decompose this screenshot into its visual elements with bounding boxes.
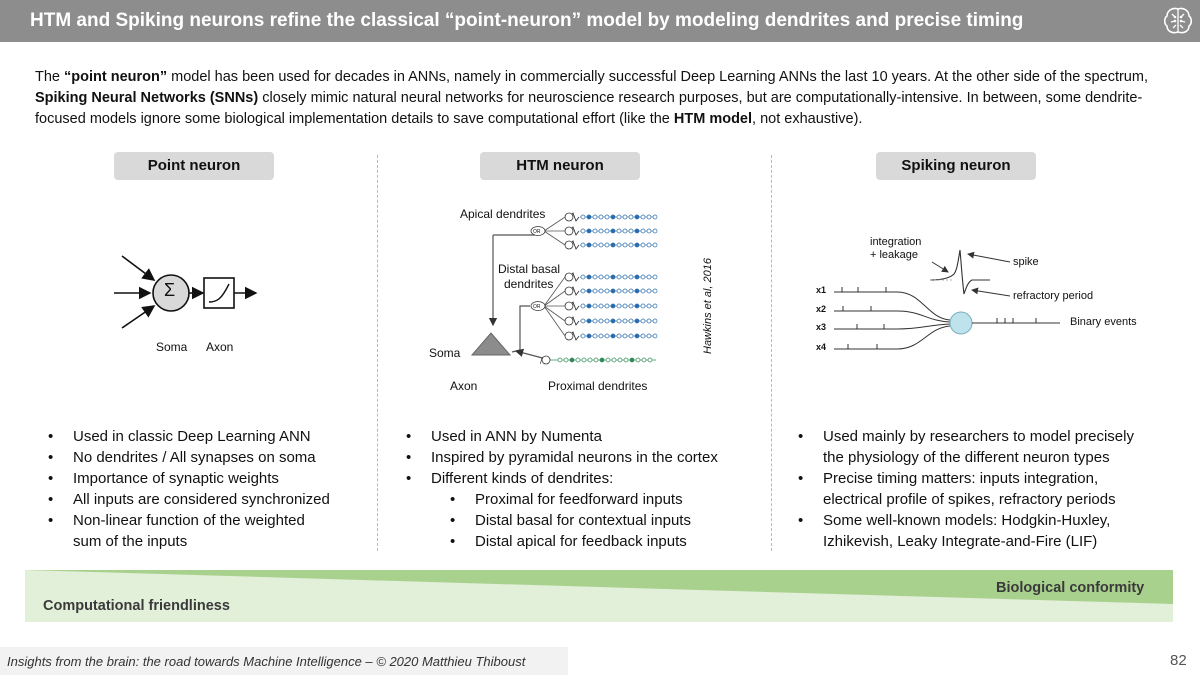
header-bar: HTM and Spiking neurons refine the class… [0,0,1200,42]
spiking-soma-circle [949,311,973,335]
htm-distal-label-1: Distal basal [498,262,561,276]
point-axon-label: Axon [206,340,234,354]
list-item: Different kinds of dendrites: [403,468,763,489]
spiking-integration-label-1: integration [870,236,922,248]
axon-box [203,277,235,309]
intro-bold-point-neuron: “point neuron” [64,69,168,85]
htm-neuron-title: HTM neuron [480,152,640,180]
list-item: Inspired by pyramidal neurons in the cor… [403,447,763,468]
point-neuron-title: Point neuron [114,152,274,180]
list-item: Used in classic Deep Learning ANN [45,426,355,447]
list-sub-item: Proximal for feedforward inputs [403,489,763,510]
htm-axon-label: Axon [450,379,478,393]
conformity-gradient-band [25,570,1173,622]
list-item: Importance of synaptic weights [45,468,355,489]
svg-text:/: / [540,357,543,366]
list-sub-item: Distal basal for contextual inputs [403,510,763,531]
point-neuron-bullets: Used in classic Deep Learning ANN No den… [45,426,355,552]
spiking-binary-label: Binary events [1070,316,1137,328]
page-number: 82 [1170,652,1187,669]
list-sub-item: Distal apical for feedback inputs [403,531,763,552]
spiking-x2-label: x2 [816,304,827,314]
htm-citation: Hawkins et al, 2016 [702,258,714,354]
htm-distal-or-gate [530,301,546,311]
spiking-spike-label: spike [1013,256,1039,268]
list-item: Precise timing matters: inputs integrati… [795,468,1155,510]
footer-text: Insights from the brain: the road toward… [7,654,526,669]
htm-neuron-bullets: Used in ANN by Numenta Inspired by pyram… [403,426,763,552]
brain-icon [1163,7,1193,34]
biological-conformity-label: Biological conformity [996,580,1145,596]
point-neuron-diagram [114,255,258,329]
intro-paragraph: The “point neuron” model has been used f… [35,69,1148,127]
htm-soma-triangle [470,332,512,356]
spiking-x4-label: x4 [816,342,827,352]
footer-bar [0,647,568,675]
spiking-neuron-bullets: Used mainly by researchers to model prec… [795,426,1155,552]
page-title: HTM and Spiking neurons refine the class… [30,10,1024,31]
spiking-x1-label: x1 [816,285,827,295]
svg-text:OR: OR [533,229,541,235]
list-item: Some well-known models: Hodgkin-Huxley, … [795,510,1155,552]
htm-apical-or-gate [530,226,546,236]
svg-text:OR: OR [533,304,541,310]
htm-distal-label-2: dendrites [504,277,554,291]
htm-soma-label: Soma [429,346,461,360]
htm-apical-label: Apical dendrites [460,207,546,221]
htm-neuron-diagram: OR OR / [470,212,658,366]
sigma-symbol: Σ [164,280,176,300]
computational-friendliness-label: Computational friendliness [43,598,230,614]
spiking-x3-label: x3 [816,322,827,332]
column-divider-2 [771,155,772,551]
htm-proximal-label: Proximal dendrites [548,379,648,393]
list-item: Non-linear function of the weighted sum … [45,510,335,552]
point-soma-label: Soma [156,340,188,354]
intro-bold-htm: HTM model [673,111,753,127]
spiking-refractory-label: refractory period [1013,290,1094,302]
spiking-neuron-diagram [834,249,1060,350]
column-divider-1 [377,155,378,551]
list-item: No dendrites / All synapses on soma [45,447,355,468]
spiking-integration-label-2: + leakage [870,249,919,261]
list-item: All inputs are considered synchronized [45,489,355,510]
list-item: Used in ANN by Numenta [403,426,763,447]
list-item: Used mainly by researchers to model prec… [795,426,1155,468]
spiking-neuron-title: Spiking neuron [876,152,1036,180]
intro-bold-snn: Spiking Neural Networks (SNNs) [35,90,259,106]
